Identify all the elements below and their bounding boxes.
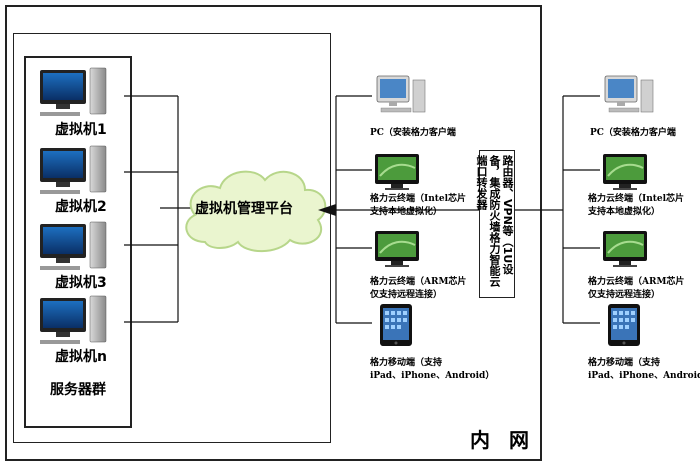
monitor-icon-intel: [375, 154, 419, 190]
vm-computer-icon-3: [40, 221, 107, 270]
server-group-label: 服务器群: [50, 382, 106, 398]
client-label-mobile-outer: 格力移动端（支持 iPad、iPhone、Android）: [588, 358, 700, 381]
server-bracket-lines: [124, 95, 200, 323]
vm-label-2: 虚拟机2: [55, 199, 107, 215]
vm-computer-icon-1: [40, 67, 107, 116]
vm-label-n: 虚拟机n: [55, 349, 107, 365]
vm-label-3: 虚拟机3: [55, 275, 107, 291]
outer-client-bracket-lines: [562, 95, 600, 324]
pc-icon: [376, 75, 426, 113]
client-label-arm: 格力云终端（ARM芯片 仅支持远程连接）: [370, 277, 467, 300]
firewall-box: 路由器、VPN等（1U设备，集成防火墙格力智能云端口转发器: [475, 150, 515, 298]
client-label-pc-outer: PC（安装格力客户端: [590, 128, 676, 138]
client-label-intel-outer: 格力云终端（Intel芯片 支持本地虚拟化）: [588, 194, 685, 217]
monitor-icon-arm-outer: [603, 231, 647, 267]
monitor-icon-arm: [375, 231, 419, 267]
pc-icon-outer: [604, 75, 654, 113]
platform-label: 虚拟机管理平台: [195, 201, 293, 217]
tablet-icon: [380, 304, 412, 346]
intranet-label: 内 网: [470, 428, 535, 452]
client-bracket-lines: [318, 95, 563, 324]
client-label-arm-outer: 格力云终端（ARM芯片 仅支持远程连接）: [588, 277, 685, 300]
firewall-label: 路由器、VPN等（1U设备，集成防火墙格力智能云端口转发器: [475, 155, 514, 287]
vm-computer-icon-2: [40, 145, 107, 194]
server-group-box: [24, 56, 132, 428]
vm-computer-icon-n: [40, 295, 107, 344]
client-label-pc: PC（安装格力客户端: [370, 128, 456, 138]
vm-label-1: 虚拟机1: [55, 122, 107, 138]
platform-boundary: [13, 33, 331, 443]
arrow-head: [318, 204, 336, 216]
cloud-shape: [185, 170, 327, 253]
intranet-boundary: [5, 5, 542, 461]
tablet-icon-outer: [608, 304, 640, 346]
client-label-mobile: 格力移动端（支持 iPad、iPhone、Android）: [370, 358, 495, 381]
monitor-icon-intel-outer: [603, 154, 647, 190]
client-label-intel: 格力云终端（Intel芯片 支持本地虚拟化）: [370, 194, 467, 217]
